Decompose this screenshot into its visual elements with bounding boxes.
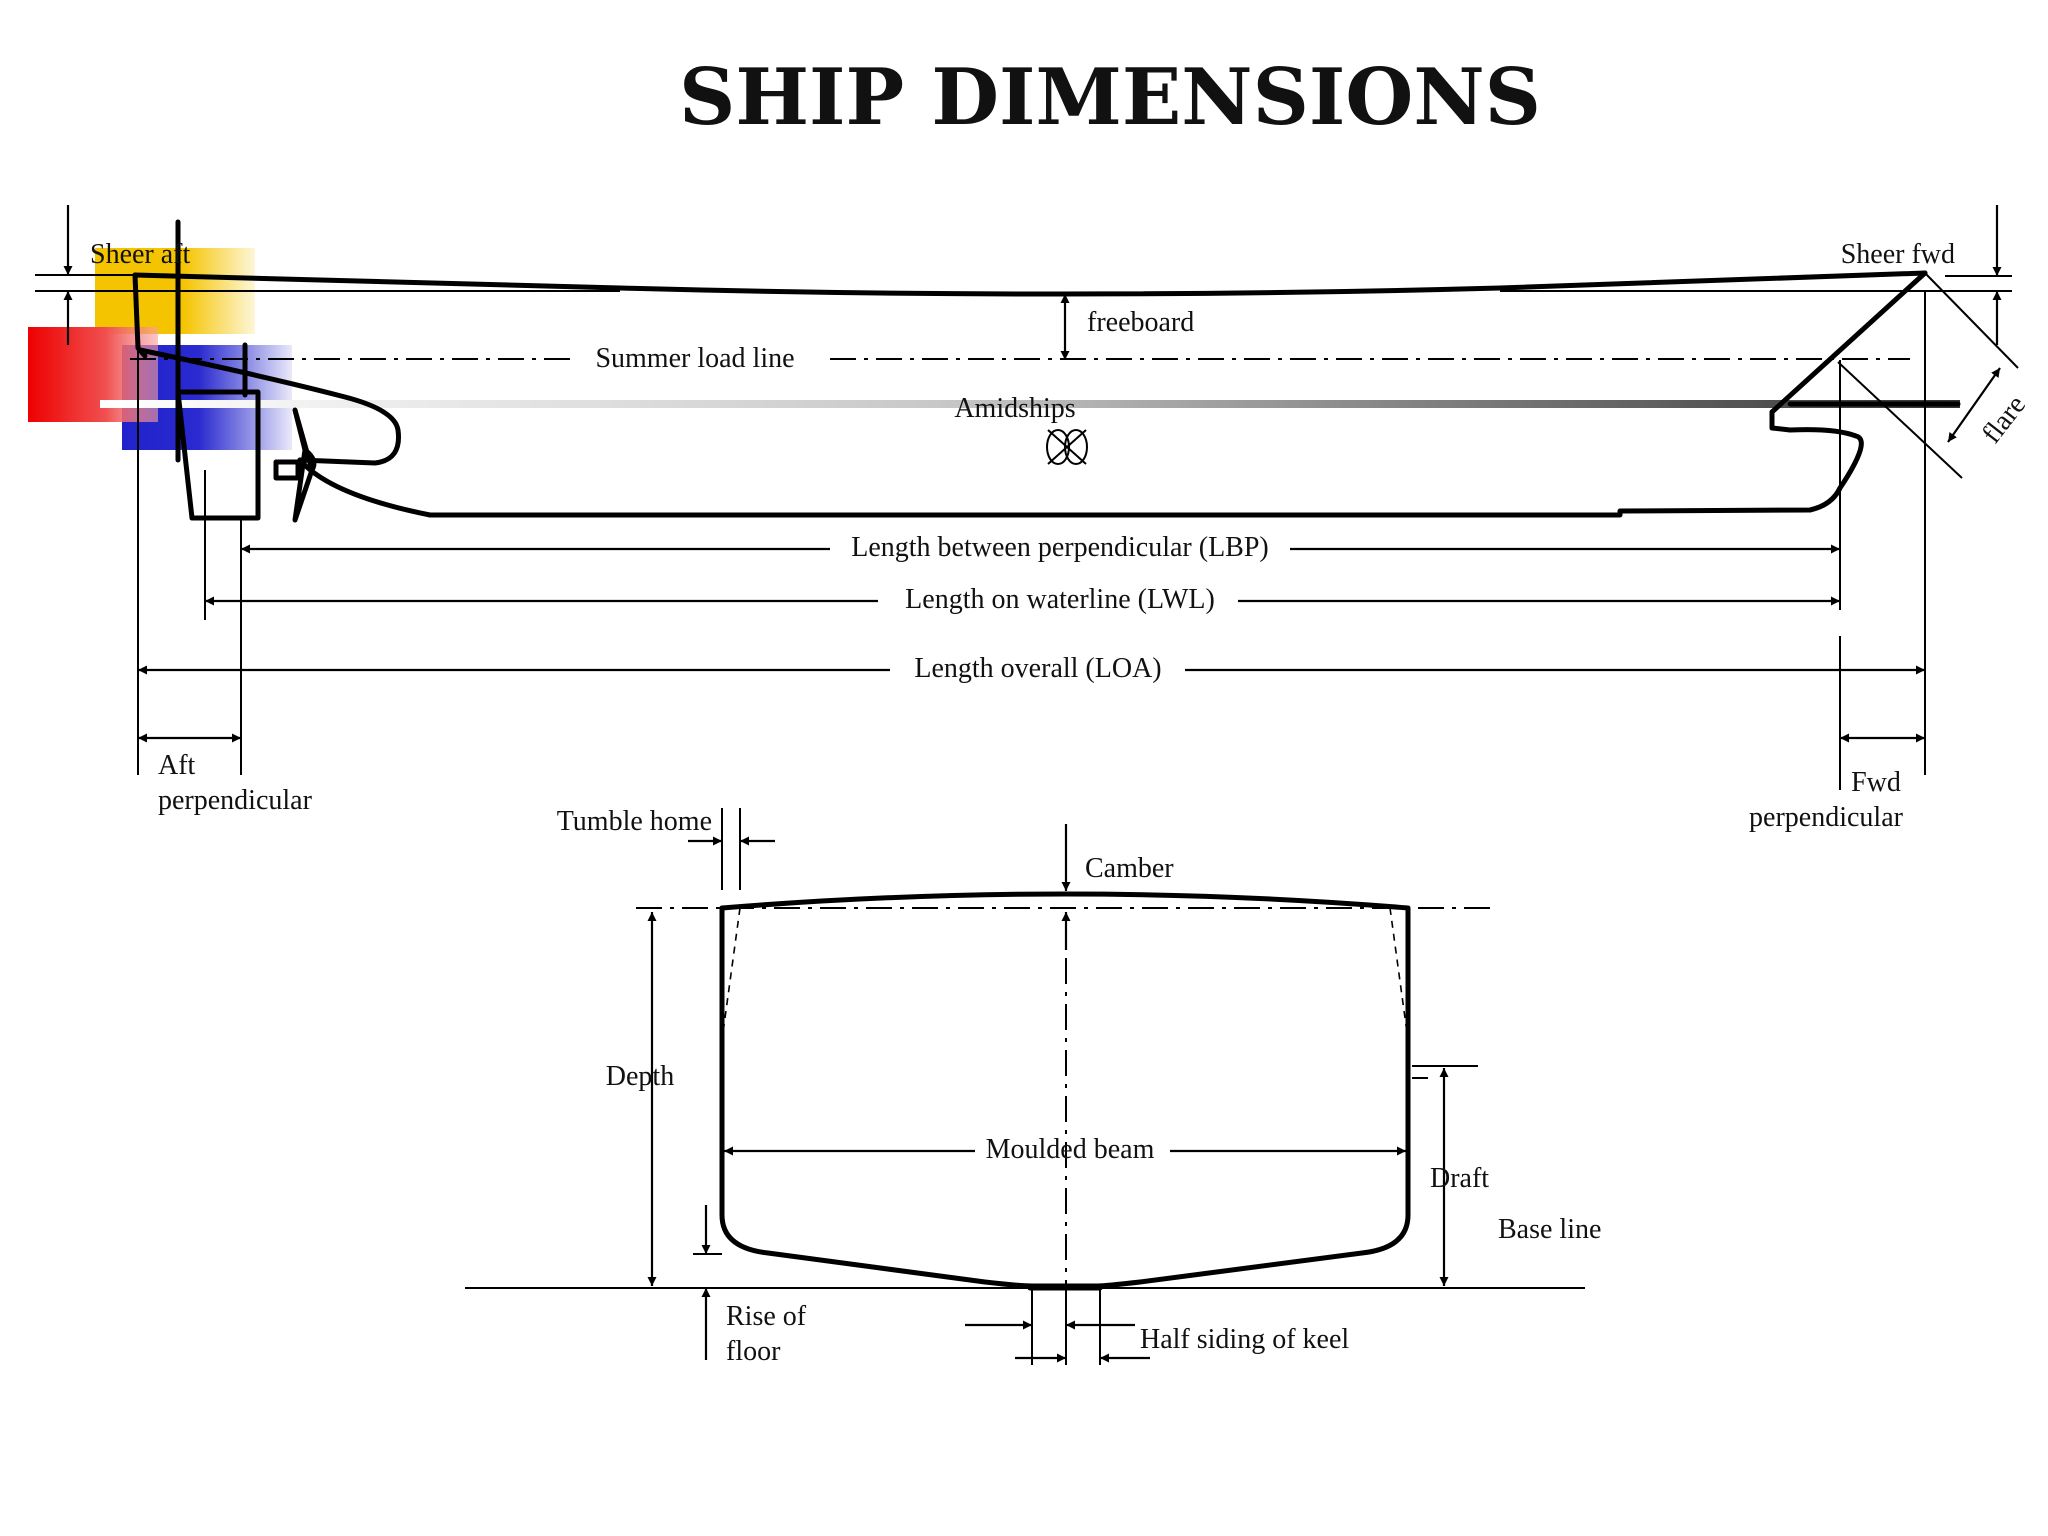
flare-ext-2 [1837,361,1963,479]
fwd-perpendicular-label-2: perpendicular [1749,802,1904,833]
lwl-label: Length on waterline (LWL) [905,584,1215,615]
hull-bottom [297,409,1864,518]
camber-label: Camber [1085,853,1174,884]
moulded-beam-label: Moulded beam [986,1134,1155,1165]
flare-ext-1 [1924,272,2019,369]
freeboard-label: freeboard [1087,307,1194,338]
aft-perpendicular-label-1: Aft [158,750,196,781]
summer-load-line-label: Summer load line [595,343,794,374]
rise-of-floor-label-1: Rise of [726,1301,807,1332]
rudder [175,389,261,521]
loa-label: Length overall (LOA) [914,653,1161,684]
sheer-aft-label: Sheer aft [90,239,191,270]
page-title: SHIP DIMENSIONS [679,52,1541,143]
stern-overhang [137,347,402,466]
tumble-home-dash-left [721,907,741,1041]
amidships-label: Amidships [954,393,1075,424]
sheer-fwd-label: Sheer fwd [1841,239,1955,270]
fwd-perpendicular-label-1: Fwd [1851,767,1901,798]
flare-arrow [1947,367,2001,443]
tumble-home-dash-right [1389,907,1409,1041]
depth-label: Depth [606,1061,674,1092]
aft-perpendicular-label-2: perpendicular [158,785,313,816]
lbp-label: Length between perpendicular (LBP) [851,532,1269,563]
deck-sheer-line [132,270,1928,297]
amidships-symbol-icon [1046,429,1088,465]
half-siding-label: Half siding of keel [1140,1324,1349,1355]
flare-label: flare [1976,390,2032,450]
amidships-band [100,400,1960,408]
base-line-label: Base line [1498,1214,1601,1245]
draft-label: Draft [1430,1163,1489,1194]
tumble-home-label: Tumble home [557,806,712,837]
propeller-icon [273,407,317,523]
rise-of-floor-label-2: floor [726,1336,781,1367]
bow-stem [1769,270,1928,415]
section-outline [719,891,1411,1289]
midship-section: Base line Tumble home Camber Depth Mould… [465,806,1601,1367]
side-profile: Summer load line Amidships freeboard She… [35,205,2032,833]
